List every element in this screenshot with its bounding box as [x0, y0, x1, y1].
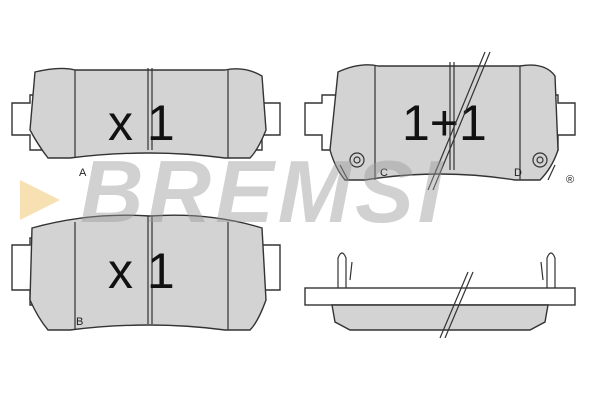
pad-top-left: x 1 A: [11, 67, 281, 179]
pad-label-a: A: [79, 167, 87, 179]
pad-bottom-left: x 1 B: [11, 214, 281, 331]
pad-side-view: [304, 252, 576, 339]
svg-text:®: ®: [566, 174, 574, 186]
quantity-text: x 1: [108, 243, 175, 299]
quantity-text: x 1: [108, 95, 175, 151]
pad-top-right: 1+1 C D: [304, 51, 576, 191]
quantity-text: 1+1: [402, 95, 487, 151]
pad-label-d: D: [514, 167, 522, 179]
bremsi-watermark-logo: BREMSI ®: [20, 142, 574, 241]
pad-label-b: B: [76, 316, 83, 328]
svg-text:BREMSI: BREMSI: [80, 142, 446, 241]
pad-label-c: C: [380, 167, 388, 179]
